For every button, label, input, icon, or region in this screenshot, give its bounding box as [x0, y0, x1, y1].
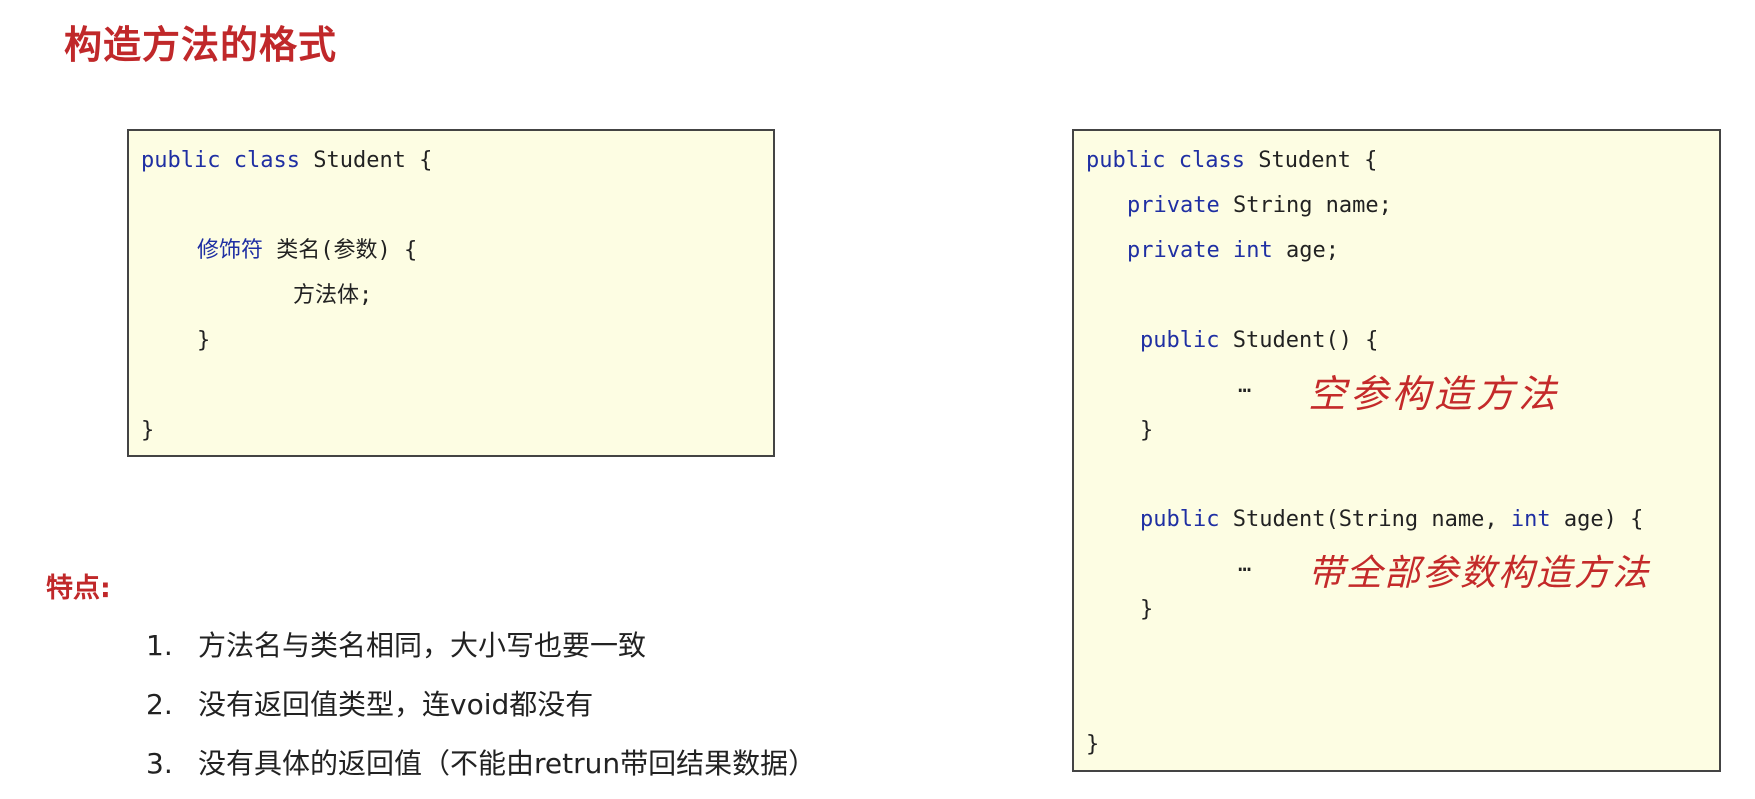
modifier-placeholder: 修饰符: [197, 238, 264, 263]
features-title: 特点:: [46, 573, 111, 604]
code-line-class-decl: public class Student {: [141, 147, 432, 175]
list-text: 方法名与类名相同，大小写也要一致: [198, 629, 647, 662]
code-line-close-brace: }: [141, 418, 155, 443]
code-text: Student() {: [1219, 328, 1379, 353]
code-text: Student {: [299, 148, 433, 173]
code-line-class-decl: public class Student {: [1086, 147, 1377, 175]
keyword: int: [1232, 238, 1273, 263]
constructor-format-code-box: public class Student { 修饰符 类名(参数) { 方法体;…: [127, 129, 775, 457]
keyword: public: [1140, 328, 1220, 353]
student-class-code-box: public class Student { private String na…: [1072, 129, 1721, 772]
code-text: Student(String name,: [1219, 507, 1511, 532]
code-text: String name;: [1219, 193, 1392, 218]
keyword: public: [1140, 507, 1220, 532]
code-line-ellipsis: …: [1238, 552, 1252, 577]
code-line-close-brace: }: [1140, 597, 1154, 622]
code-line-close-brace: }: [1140, 418, 1154, 443]
code-line-empty-constructor: public Student() {: [1140, 327, 1378, 355]
list-text: 没有返回值类型，连void都没有: [198, 688, 594, 721]
list-text: 没有具体的返回值（不能由retrun带回结果数据）: [198, 747, 817, 780]
code-text: age;: [1272, 238, 1339, 263]
list-item: 1. 方法名与类名相同，大小写也要一致: [146, 622, 816, 681]
code-line-close-brace: }: [1086, 732, 1100, 757]
code-line-constructor-signature: 修饰符 类名(参数) {: [197, 237, 417, 265]
keyword: public: [1086, 148, 1166, 173]
keyword: int: [1510, 507, 1551, 532]
annotation-full-constructor: 带全部参数构造方法: [1308, 553, 1651, 594]
features-list: 1. 方法名与类名相同，大小写也要一致 2. 没有返回值类型，连void都没有 3.…: [146, 622, 816, 799]
list-item: 3. 没有具体的返回值（不能由retrun带回结果数据）: [146, 740, 816, 799]
list-number: 2.: [146, 688, 173, 721]
keyword: private: [1127, 238, 1220, 263]
list-item: 2. 没有返回值类型，连void都没有: [146, 681, 816, 740]
annotation-empty-constructor: 空参构造方法: [1308, 372, 1561, 416]
code-text: Student {: [1244, 148, 1378, 173]
code-text: age) {: [1550, 507, 1644, 532]
code-line-field-name: private String name;: [1127, 192, 1392, 220]
code-line-method-body: 方法体;: [293, 283, 373, 308]
keyword: private: [1127, 193, 1220, 218]
list-number: 1.: [146, 629, 173, 662]
list-number: 3.: [146, 747, 173, 780]
code-line-close-brace: }: [197, 328, 211, 353]
keyword: class: [1178, 148, 1245, 173]
code-line-field-age: private int age;: [1127, 237, 1339, 265]
code-line-ellipsis: …: [1238, 373, 1252, 398]
keyword: public: [141, 148, 221, 173]
keyword: class: [233, 148, 300, 173]
code-text: 类名(参数) {: [263, 238, 418, 263]
code-line-full-constructor: public Student(String name, int age) {: [1140, 506, 1643, 534]
slide-title: 构造方法的格式: [64, 23, 338, 67]
